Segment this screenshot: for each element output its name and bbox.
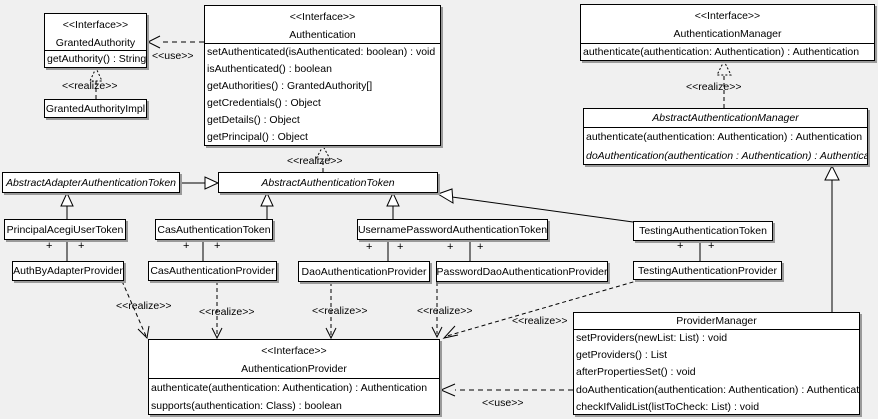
edge-generalize-castoken-abstracttoken bbox=[260, 191, 274, 219]
class-authentication[interactable]: <<Interface>> Authentication setAuthenti… bbox=[204, 5, 441, 146]
method-label: doAuthentication(authentication: Authent… bbox=[576, 383, 859, 396]
method-label: setAuthenticated(isAuthenticated: boolea… bbox=[207, 46, 436, 58]
multiplicity-label: + bbox=[708, 240, 715, 252]
class-cas-authentication-provider[interactable]: CasAuthenticationProvider bbox=[148, 261, 277, 281]
multiplicity-label: + bbox=[477, 241, 484, 253]
edge-generalize-providermanager-abstractmanager bbox=[824, 164, 840, 312]
stereotype-label: <<Interface>> bbox=[289, 11, 356, 23]
class-dao-authentication-provider[interactable]: DaoAuthenticationProvider bbox=[298, 261, 430, 282]
method-label: getCredentials() : Object bbox=[207, 97, 321, 109]
class-username-password-authentication-token[interactable]: UsernamePasswordAuthenticationToken bbox=[357, 219, 548, 240]
method-label: checkIfValidList(listToCheck: List) : vo… bbox=[576, 400, 760, 413]
method-label: getPrincipal() : Object bbox=[207, 131, 308, 143]
method-label: getAuthority() : String bbox=[47, 53, 146, 65]
realize-label: <<realize>> bbox=[199, 306, 255, 318]
method-label: supports(authentication: Class) : boolea… bbox=[151, 400, 342, 412]
method-label: authenticate(authentication: Authenticat… bbox=[583, 46, 860, 58]
edge-use-authentication-grantedauthority bbox=[146, 35, 204, 49]
class-testing-authentication-provider[interactable]: TestingAuthenticationProvider bbox=[633, 261, 782, 280]
class-authentication-manager[interactable]: <<Interface>> AuthenticationManager auth… bbox=[580, 4, 875, 61]
class-name: DaoAuthenticationProvider bbox=[301, 265, 427, 278]
multiplicity-label: + bbox=[366, 241, 373, 253]
class-cas-authentication-token[interactable]: CasAuthenticationToken bbox=[155, 219, 273, 240]
method-label: authenticate(authentication: Authenticat… bbox=[151, 382, 428, 394]
method-label: afterPropertiesSet() : void bbox=[576, 366, 696, 379]
class-name: CasAuthenticationProvider bbox=[150, 265, 275, 277]
edge-use-providermanager-authenticationprovider bbox=[439, 383, 573, 397]
class-principal-acegi-user-token[interactable]: PrincipalAcegiUserToken bbox=[4, 219, 126, 240]
class-name: PrincipalAcegiUserToken bbox=[6, 223, 124, 236]
edge-generalize-testingtoken-abstracttoken bbox=[436, 188, 634, 223]
class-testing-authentication-token[interactable]: TestingAuthenticationToken bbox=[633, 221, 773, 241]
class-provider-manager[interactable]: ProviderManager setProviders(newList: Li… bbox=[573, 312, 860, 415]
method-label: authenticate(authentication: Authenticat… bbox=[586, 131, 863, 143]
class-name: UsernamePasswordAuthenticationToken bbox=[358, 223, 547, 236]
use-label: <<use>> bbox=[152, 50, 194, 62]
class-name: AuthenticationManager bbox=[673, 28, 782, 40]
multiplicity-label: + bbox=[677, 240, 684, 252]
method-label: getAuthorities() : GrantedAuthority[] bbox=[207, 80, 373, 92]
edge-generalize-abstractadaptertoken-abstracttoken bbox=[180, 176, 220, 190]
realize-label: <<realize>> bbox=[417, 305, 473, 317]
class-name: Authentication bbox=[289, 29, 356, 41]
realize-label: <<realize>> bbox=[62, 80, 118, 92]
multiplicity-label: + bbox=[397, 241, 404, 253]
class-name: GrantedAuthority bbox=[55, 37, 136, 49]
stereotype-label: <<Interface>> bbox=[62, 19, 129, 31]
method-label: setProviders(newList: List) : void bbox=[576, 332, 728, 344]
method-label: getDetails() : Object bbox=[207, 114, 300, 126]
realize-label: <<realize>> bbox=[116, 300, 172, 312]
realize-label: <<realize>> bbox=[287, 155, 343, 167]
stereotype-label: <<Interface>> bbox=[261, 345, 327, 357]
class-name: AbstractAdapterAuthenticationToken bbox=[5, 176, 177, 189]
multiplicity-label: + bbox=[447, 241, 454, 253]
class-name: AbstractAuthenticationManager bbox=[652, 112, 799, 124]
class-name: TestingAuthenticationToken bbox=[639, 225, 767, 237]
class-name: PasswordDaoAuthenticationProvider bbox=[437, 265, 607, 278]
class-abstract-adapter-authentication-token[interactable]: AbstractAdapterAuthenticationToken bbox=[2, 172, 180, 193]
class-name: TestingAuthenticationProvider bbox=[638, 264, 777, 277]
method-label: isAuthenticated() : boolean bbox=[207, 63, 332, 75]
class-password-dao-authentication-provider[interactable]: PasswordDaoAuthenticationProvider bbox=[436, 261, 608, 282]
class-name: ProviderManager bbox=[676, 315, 757, 327]
realize-label: <<realize>> bbox=[512, 315, 568, 327]
use-label: <<use>> bbox=[482, 397, 524, 409]
class-abstract-authentication-manager[interactable]: AbstractAuthenticationManager authentica… bbox=[583, 108, 868, 165]
method-label: doAuthentication(authentication : Authen… bbox=[586, 149, 867, 162]
class-name: GrantedAuthorityImpl bbox=[45, 102, 146, 115]
class-name: AuthByAdapterProvider bbox=[13, 265, 123, 277]
stereotype-label: <<Interface>> bbox=[694, 10, 761, 22]
multiplicity-label: + bbox=[183, 240, 190, 252]
edge-generalize-principaltoken-abstractadaptertoken bbox=[60, 191, 74, 219]
multiplicity-label: + bbox=[78, 240, 85, 252]
class-auth-by-adapter-provider[interactable]: AuthByAdapterProvider bbox=[12, 261, 124, 281]
class-name: CasAuthenticationToken bbox=[157, 223, 271, 236]
class-authentication-provider[interactable]: <<Interface>> AuthenticationProvider aut… bbox=[148, 339, 440, 415]
method-label: getProviders() : List bbox=[576, 349, 668, 362]
class-abstract-authentication-token[interactable]: AbstractAuthenticationToken bbox=[218, 172, 438, 193]
class-name: AuthenticationProvider bbox=[241, 363, 347, 375]
realize-label: <<realize>> bbox=[312, 305, 368, 317]
class-name: AbstractAuthenticationToken bbox=[261, 176, 395, 189]
edge-generalize-usernamepasswordtoken-abstracttoken bbox=[386, 191, 400, 219]
multiplicity-label: + bbox=[46, 240, 53, 252]
class-granted-authority[interactable]: <<Interface>> GrantedAuthority getAuthor… bbox=[44, 13, 147, 68]
multiplicity-label: + bbox=[214, 240, 221, 252]
class-granted-authority-impl[interactable]: GrantedAuthorityImpl bbox=[44, 99, 147, 118]
realize-label: <<realize>> bbox=[686, 81, 742, 93]
